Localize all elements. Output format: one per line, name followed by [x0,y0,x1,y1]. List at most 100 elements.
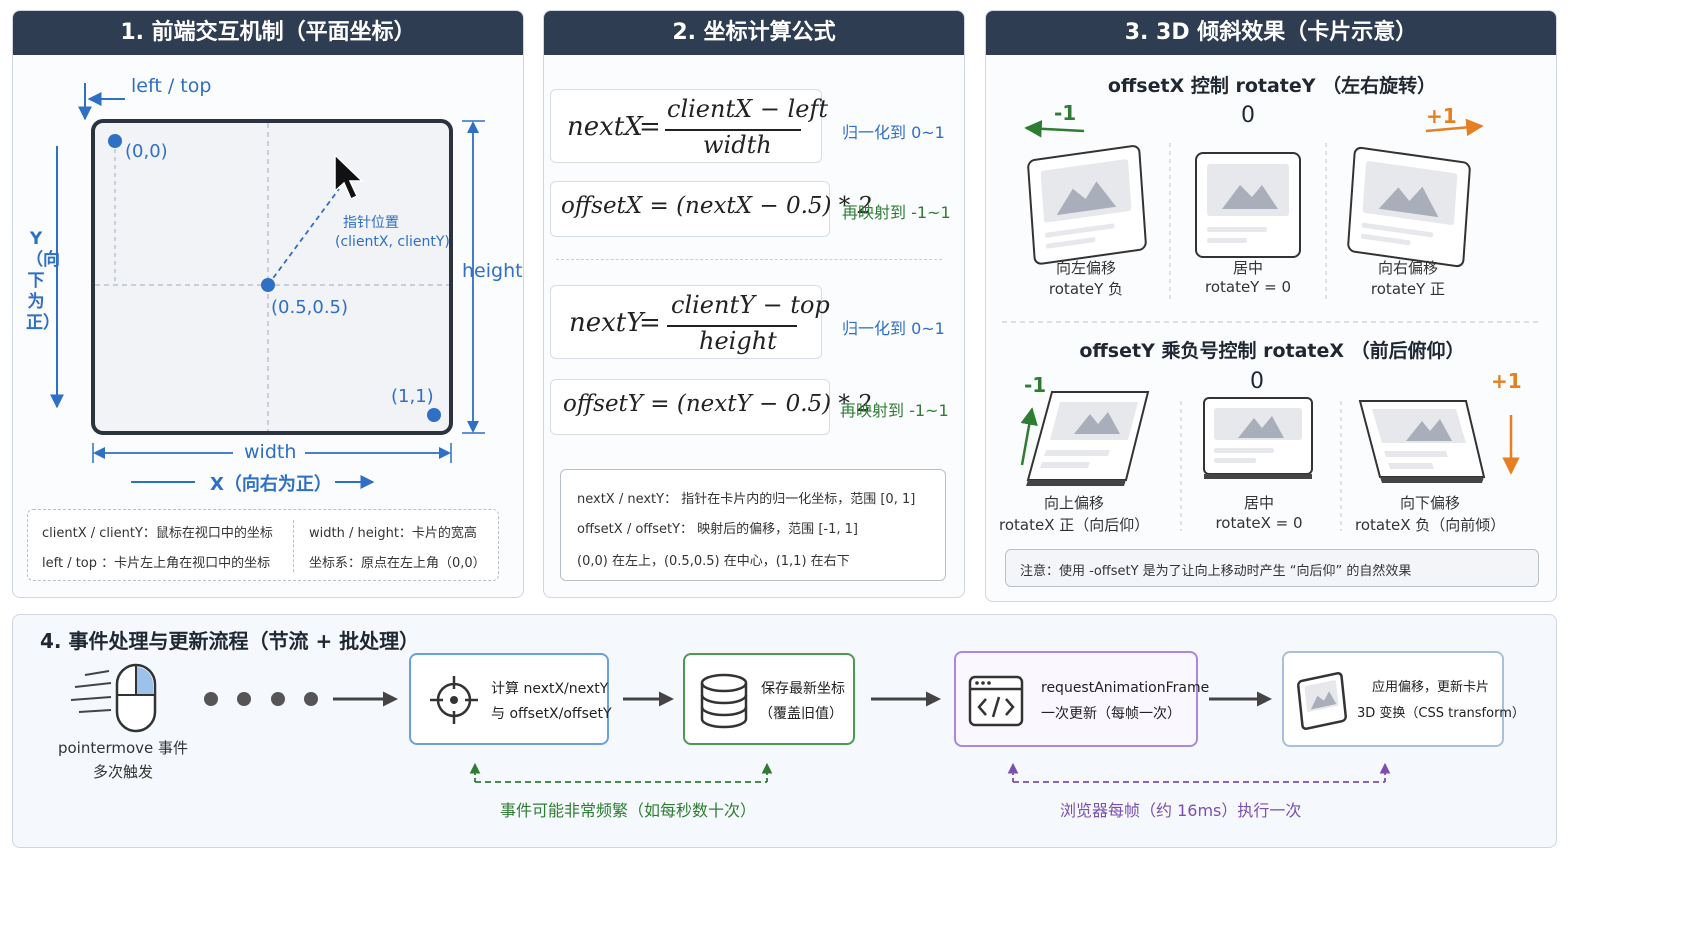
value-pos: +1 [1426,104,1457,128]
event-dot [237,692,251,706]
card-rotatex-negative [1358,400,1486,483]
caption-line: rotateX = 0 [1215,514,1303,532]
caption-line: 向左偏移 [1055,259,1116,277]
formula-text: offsetX = (nextX − 0.5) * 2 [561,193,873,219]
formula-denominator: height [699,327,777,355]
point-center [261,278,275,292]
tilt-note: 注意：使用 -offsetY 是为了让向上移动时产生 “向后仰” 的自然效果 [1005,549,1539,587]
formula-note: 归一化到 0~1 [842,123,945,142]
formula-denominator: width [703,131,772,159]
formula-nexty: nextY = clientY − top height [550,285,830,359]
caption-line: 向下偏移 [1399,494,1460,512]
panel-formulas: 2. 坐标计算公式 nextX = clientX − left width 归… [543,10,965,598]
caption-line: rotateY 负 [1048,280,1124,298]
cursor-icon [334,153,364,201]
tilt-cards-illustration [1002,118,1542,531]
legend-box: clientX / clientY：鼠标在视口中的坐标 left / top ：… [27,509,499,581]
legend-coord: 坐标系：原点在左上角（0,0） [309,556,486,571]
caption-line: 居中 [1243,494,1274,512]
section-title-rotatex: offsetY 乘负号控制 rotateX （前后俯仰） [1079,340,1465,362]
crosshair-icon [430,676,478,724]
caption-line: rotateY 正 [1370,280,1446,298]
event-flow-diagram [70,663,1391,783]
card-rect [91,119,453,435]
step-line: 一次更新（每帧一次） [1041,706,1181,722]
step-line: 计算 nextX/nextY [491,681,609,697]
panel-title: 1. 前端交互机制（平面坐标） [13,11,523,55]
height-label: height [462,260,523,282]
panel-coordinates: 1. 前端交互机制（平面坐标） [12,10,524,598]
event-dot [271,692,285,706]
event-label: pointermove 事件 [57,739,189,757]
arrow-up [1020,407,1038,466]
left-top-label: left / top [131,75,212,97]
panel-title: 3. 3D 倾斜效果（卡片示意） [986,11,1556,55]
step-save: 保存最新坐标 （覆盖旧值） [683,653,855,745]
bracket-label-raf: 浏览器每帧（约 16ms）执行一次 [1060,801,1302,820]
formula-text: offsetY = (nextY − 0.5) * 2 [563,391,872,417]
value-pos: +1 [1491,369,1522,393]
panel-3d-tilt: 3. 3D 倾斜效果（卡片示意） offsetX 控制 rotateY （左右旋… [985,10,1557,602]
arrow-right [1425,118,1484,137]
pointer-label: 指针位置 [343,215,399,231]
step-raf: requestAnimationFrame 一次更新（每帧一次） [954,651,1209,747]
pointer-line [267,188,340,286]
step-calculate: 计算 nextX/nextY 与 offsetX/offsetY [409,653,612,745]
formula-note: 归一化到 0~1 [842,319,945,338]
legend-size: width / height：卡片的宽高 [309,526,477,541]
value-zero: 0 [1241,103,1255,128]
label-center: (0.5,0.5) [271,297,349,318]
step-line: （覆盖旧值） [759,706,843,722]
panel-title: 2. 坐标计算公式 [544,11,964,55]
caption-line: 向右偏移 [1377,259,1438,277]
code-window-icon [968,675,1024,727]
caption-line: 居中 [1232,259,1263,277]
point-origin [108,134,122,148]
step-apply: 应用偏移，更新卡片 3D 变换（CSS transform） [1282,651,1525,747]
card-rotatex-zero [1203,397,1313,479]
formula-lhs: nextY [569,308,644,338]
formula-offsety: offsetY = (nextY − 0.5) * 2 [550,379,872,435]
formula-notes: nextX / nextY： 指针在卡片内的归一化坐标，范围 [0, 1] of… [560,469,946,581]
card-icon [1297,672,1347,730]
card-rotatey-negative [1027,145,1147,265]
x-axis-label: X（向右为正） [210,474,332,495]
section-title-rotatey: offsetX 控制 rotateY （左右旋转） [1107,75,1437,97]
event-dot [304,692,318,706]
panel-event-flow: 4. 事件处理与更新流程（节流 + 批处理） [12,614,1557,848]
event-label: 多次触发 [92,763,153,781]
label-origin: (0,0) [125,141,168,162]
point-end [427,408,441,422]
value-neg: -1 [1024,373,1047,397]
caption-line: rotateX 负（向前倾） [1355,516,1506,534]
arrow-left [1024,120,1085,138]
formula-note: 再映射到 -1~1 [840,401,949,420]
pointer-sub-label: (clientX, clientY) [335,234,450,250]
formula-numerator: clientY − top [671,291,830,319]
event-dot [204,692,218,706]
note-line: (0,0) 在左上，(0.5,0.5) 在中心，(1,1) 在右下 [577,554,850,569]
card-rotatey-positive [1347,146,1471,268]
note-line: nextX / nextY： 指针在卡片内的归一化坐标，范围 [0, 1] [577,492,916,507]
step-line: 保存最新坐标 [761,681,845,697]
card-rotatex-positive [1026,391,1150,486]
caption-line: rotateY = 0 [1204,278,1291,296]
mouse-icon [70,663,157,733]
step-line: 3D 变换（CSS transform） [1357,706,1525,721]
legend-lefttop: left / top ：卡片左上角在视口中的坐标 [42,556,271,571]
value-neg: -1 [1054,101,1077,125]
width-label: width [244,441,297,463]
card-rotatey-zero [1195,152,1301,258]
caption-line: rotateX 正（向后仰） [999,516,1150,534]
database-icon [700,673,748,729]
value-zero: 0 [1250,369,1264,394]
formula-lhs: nextX [567,112,643,142]
caption-line: 向上偏移 [1043,494,1104,512]
bracket-label-events: 事件可能非常频繁（如每秒数十次） [500,801,757,820]
formula-numerator: clientX − left [667,95,828,123]
formula-offsetx: offsetX = (nextX − 0.5) * 2 [550,181,872,237]
note-text: 注意：使用 -offsetY 是为了让向上移动时产生 “向后仰” 的自然效果 [1020,564,1412,579]
note-line: offsetX / offsetY： 映射后的偏移，范围 [-1, 1] [577,522,858,537]
formula-nextx: nextX = clientX − left width [550,89,828,163]
coordinate-diagram [50,83,485,489]
